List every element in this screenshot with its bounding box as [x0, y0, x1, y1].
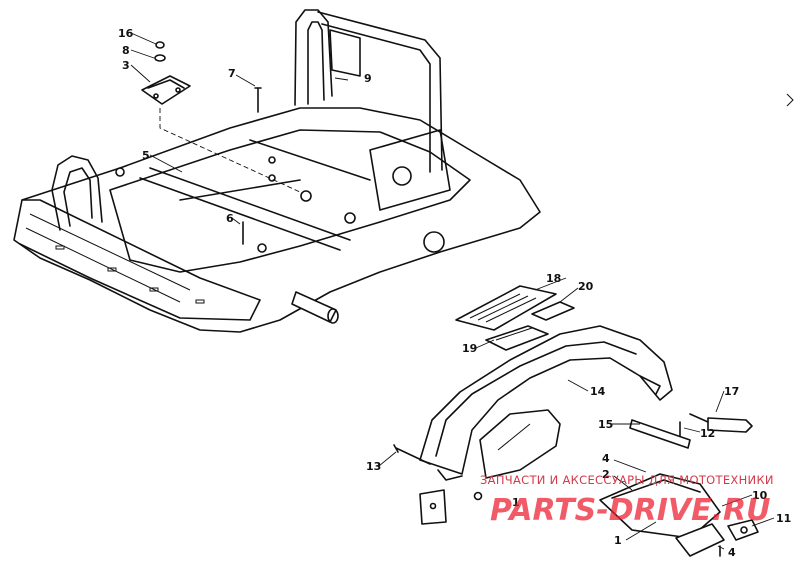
decal-set — [455, 285, 575, 351]
callout-6: 6 — [226, 212, 234, 225]
callout-1b: 1 — [512, 496, 520, 509]
bolt-7 — [254, 87, 262, 113]
watermark: ЗАПЧАСТИ И АКСЕССУАРЫ ДЛЯ МОТОТЕХНИКИ PA… — [480, 473, 774, 528]
callout-16: 16 — [118, 27, 134, 40]
watermark-tagline: ЗАПЧАСТИ И АКСЕССУАРЫ ДЛЯ МОТОТЕХНИКИ — [480, 473, 774, 487]
bolt-13-plate — [393, 444, 483, 525]
callout-15: 15 — [598, 418, 613, 431]
callout-2: 2 — [602, 468, 610, 481]
hitch-assembly — [599, 473, 759, 557]
callout-19: 19 — [462, 342, 477, 355]
callout-14: 14 — [590, 385, 606, 398]
bracket-15 — [629, 375, 691, 449]
rear-fender — [419, 325, 673, 481]
callout-9: 9 — [364, 72, 372, 85]
callout-5: 5 — [142, 149, 150, 162]
callout-11: 11 — [776, 512, 791, 525]
callout-18: 18 — [546, 272, 561, 285]
callout-12: 12 — [700, 427, 715, 440]
callout-1: 1 — [614, 534, 622, 547]
chassis-frame — [13, 9, 541, 333]
callout-8: 8 — [122, 44, 130, 57]
callout-20: 20 — [578, 280, 594, 293]
bracket-assembly — [141, 41, 301, 193]
callout-4a: 4 — [602, 452, 610, 465]
callout-3: 3 — [122, 59, 130, 72]
watermark-brand: PARTS-DRIVE.RU — [490, 493, 770, 528]
callout-13: 13 — [366, 460, 381, 473]
callout-4b: 4 — [728, 546, 736, 559]
strap-17 — [689, 413, 753, 433]
chevron-right-icon[interactable] — [786, 93, 794, 107]
callout-17: 17 — [724, 385, 739, 398]
callout-labels: 16 8 3 7 9 5 6 18 20 19 14 17 15 12 13 4… — [118, 27, 791, 559]
callout-10: 10 — [752, 489, 768, 502]
leader-lines — [130, 32, 775, 550]
callout-7: 7 — [228, 67, 236, 80]
